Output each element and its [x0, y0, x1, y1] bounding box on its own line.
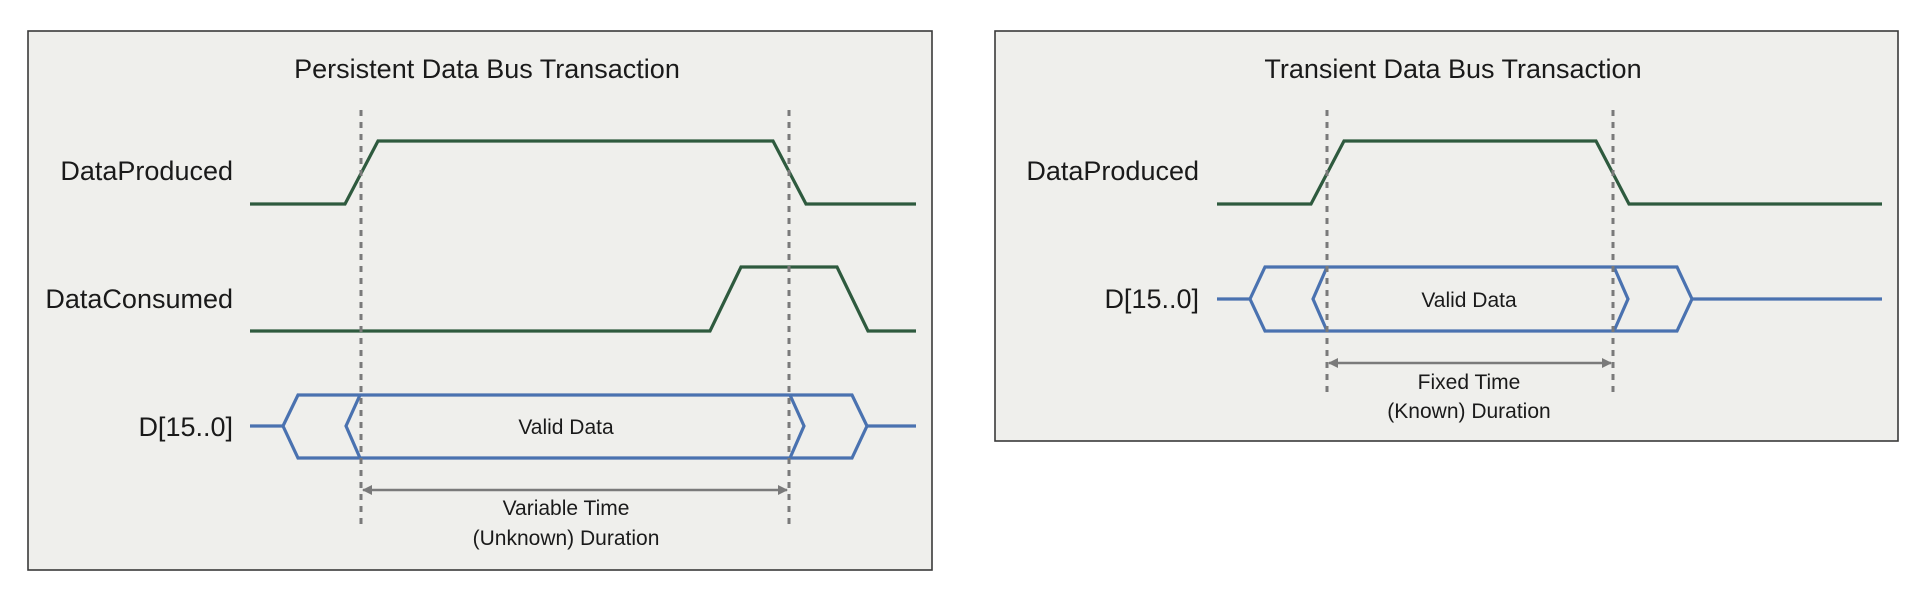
persistent-panel: Persistent Data Bus Transaction DataProd… [27, 30, 933, 571]
transient-duration-line2: (Known) Duration [1387, 400, 1550, 423]
persistent-panel-title: Persistent Data Bus Transaction [294, 54, 680, 84]
persistent-panel-frame [27, 30, 933, 571]
transient-dataproduced-waveform [1217, 139, 1882, 206]
persistent-dataconsumed-label: DataConsumed [45, 284, 233, 314]
transient-panel-title: Transient Data Bus Transaction [1264, 54, 1641, 84]
persistent-dataproduced-label: DataProduced [60, 156, 233, 186]
transient-dataproduced-label: DataProduced [1026, 156, 1199, 186]
transient-databus-waveform [1217, 265, 1882, 333]
persistent-databus-label: D[15..0] [138, 412, 233, 442]
transient-duration-line1: Fixed Time [1418, 371, 1521, 394]
transient-panel: Transient Data Bus Transaction DataProdu… [994, 30, 1899, 442]
persistent-valid-data-label: Valid Data [518, 416, 614, 439]
transient-panel-frame [994, 30, 1899, 442]
persistent-duration-line1: Variable Time [503, 497, 630, 520]
transient-valid-data-label: Valid Data [1421, 289, 1517, 312]
transient-databus-label: D[15..0] [1104, 284, 1199, 314]
persistent-dataproduced-waveform [250, 139, 916, 206]
persistent-databus-waveform [250, 393, 916, 460]
persistent-duration-line2: (Unknown) Duration [473, 527, 660, 550]
